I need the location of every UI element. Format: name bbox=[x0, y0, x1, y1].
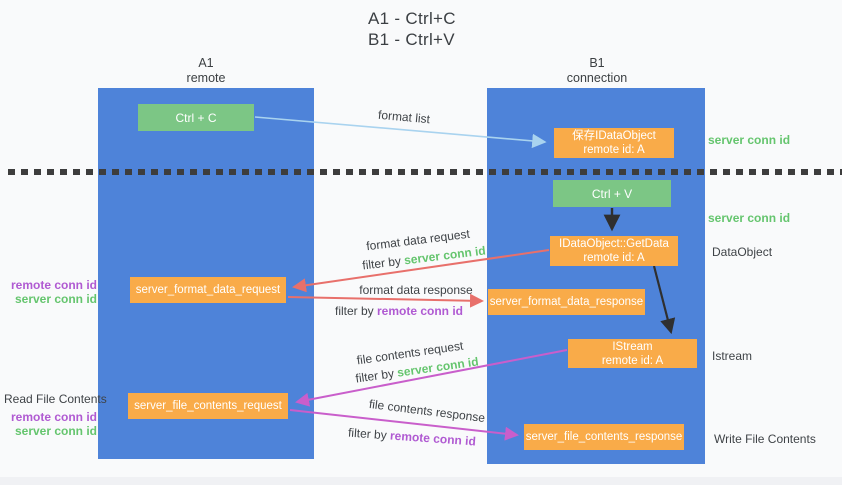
format-data-response-arrow bbox=[287, 293, 484, 308]
istream-line1: IStream bbox=[612, 340, 653, 353]
server-format-data-response-label: server_format_data_response bbox=[489, 296, 644, 308]
lane-header-b1: B1 connection bbox=[537, 56, 657, 86]
idataobject-getdata-box: IDataObject::GetData remote id: A bbox=[550, 236, 678, 266]
lane-a1-role: remote bbox=[186, 71, 226, 85]
save-idataobject-line2: remote id: A bbox=[583, 144, 645, 156]
conn-id-pair-file: remote conn id server conn id bbox=[9, 410, 97, 438]
format-data-response-label: format data response bbox=[359, 283, 473, 297]
server-format-data-response-box: server_format_data_response bbox=[488, 289, 645, 315]
lane-a1-name: A1 bbox=[198, 56, 214, 70]
server-format-data-request-label: server_format_data_request bbox=[135, 284, 281, 296]
ctrl-v-box: Ctrl + V bbox=[553, 180, 671, 207]
format-data-request-arrow bbox=[292, 249, 550, 293]
filter-by-text: filter by bbox=[347, 425, 391, 443]
getdata-line2: remote id: A bbox=[583, 252, 645, 264]
ctrl-c-box: Ctrl + C bbox=[138, 104, 254, 131]
remote-conn-id-label: remote conn id bbox=[10, 278, 97, 292]
title-line-1: A1 - Ctrl+C bbox=[368, 9, 456, 28]
lane-header-a1: A1 remote bbox=[146, 56, 266, 86]
format-data-response-filter-label: filter by remote conn id bbox=[335, 304, 463, 318]
remote-conn-id-text: remote conn id bbox=[377, 304, 464, 318]
ctrl-c-label: Ctrl + C bbox=[175, 110, 217, 125]
istream-box: IStream remote id: A bbox=[568, 339, 697, 368]
dataobject-label: DataObject bbox=[712, 245, 773, 259]
istream-line2: remote id: A bbox=[601, 354, 664, 367]
diagram-title: A1 - Ctrl+C B1 - Ctrl+V bbox=[368, 8, 456, 50]
server-file-contents-request-box: server_file_contents_request bbox=[128, 393, 288, 419]
server-file-contents-response-label: server_file_contents_response bbox=[525, 431, 683, 443]
getdata-to-istream-arrow bbox=[652, 265, 676, 335]
ctrl-v-label: Ctrl + V bbox=[591, 186, 633, 201]
server-file-contents-response-box: server_file_contents_response bbox=[524, 424, 684, 450]
server-format-data-request-box: server_format_data_request bbox=[130, 277, 286, 303]
remote-conn-id-label: remote conn id bbox=[10, 410, 97, 424]
server-conn-id-label: server conn id bbox=[14, 424, 97, 438]
server-conn-id-label: server conn id bbox=[14, 292, 97, 306]
server-file-contents-request-label: server_file_contents_request bbox=[134, 400, 282, 412]
istream-side-label: Istream bbox=[712, 349, 753, 363]
read-file-contents-label: Read File Contents bbox=[4, 392, 107, 406]
server-conn-id-label-mid: server conn id bbox=[708, 211, 791, 225]
write-file-contents-label: Write File Contents bbox=[714, 432, 816, 446]
server-conn-id-label-top: server conn id bbox=[708, 133, 791, 147]
file-contents-response-arrow bbox=[289, 409, 519, 441]
lane-b1-role: connection bbox=[566, 71, 628, 85]
bottom-edge bbox=[0, 477, 842, 485]
save-idataobject-box: 保存IDataObject remote id: A bbox=[554, 128, 674, 158]
getdata-line1: IDataObject::GetData bbox=[559, 238, 669, 250]
filter-by-text: filter by bbox=[334, 304, 377, 318]
lane-b1-name: B1 bbox=[589, 56, 605, 70]
title-line-2: B1 - Ctrl+V bbox=[368, 30, 455, 49]
save-idataobject-line1: 保存IDataObject bbox=[572, 130, 656, 142]
conn-id-pair-format: remote conn id server conn id bbox=[9, 278, 97, 306]
file-contents-request-arrow bbox=[295, 349, 568, 407]
format-list-arrow bbox=[254, 116, 547, 149]
